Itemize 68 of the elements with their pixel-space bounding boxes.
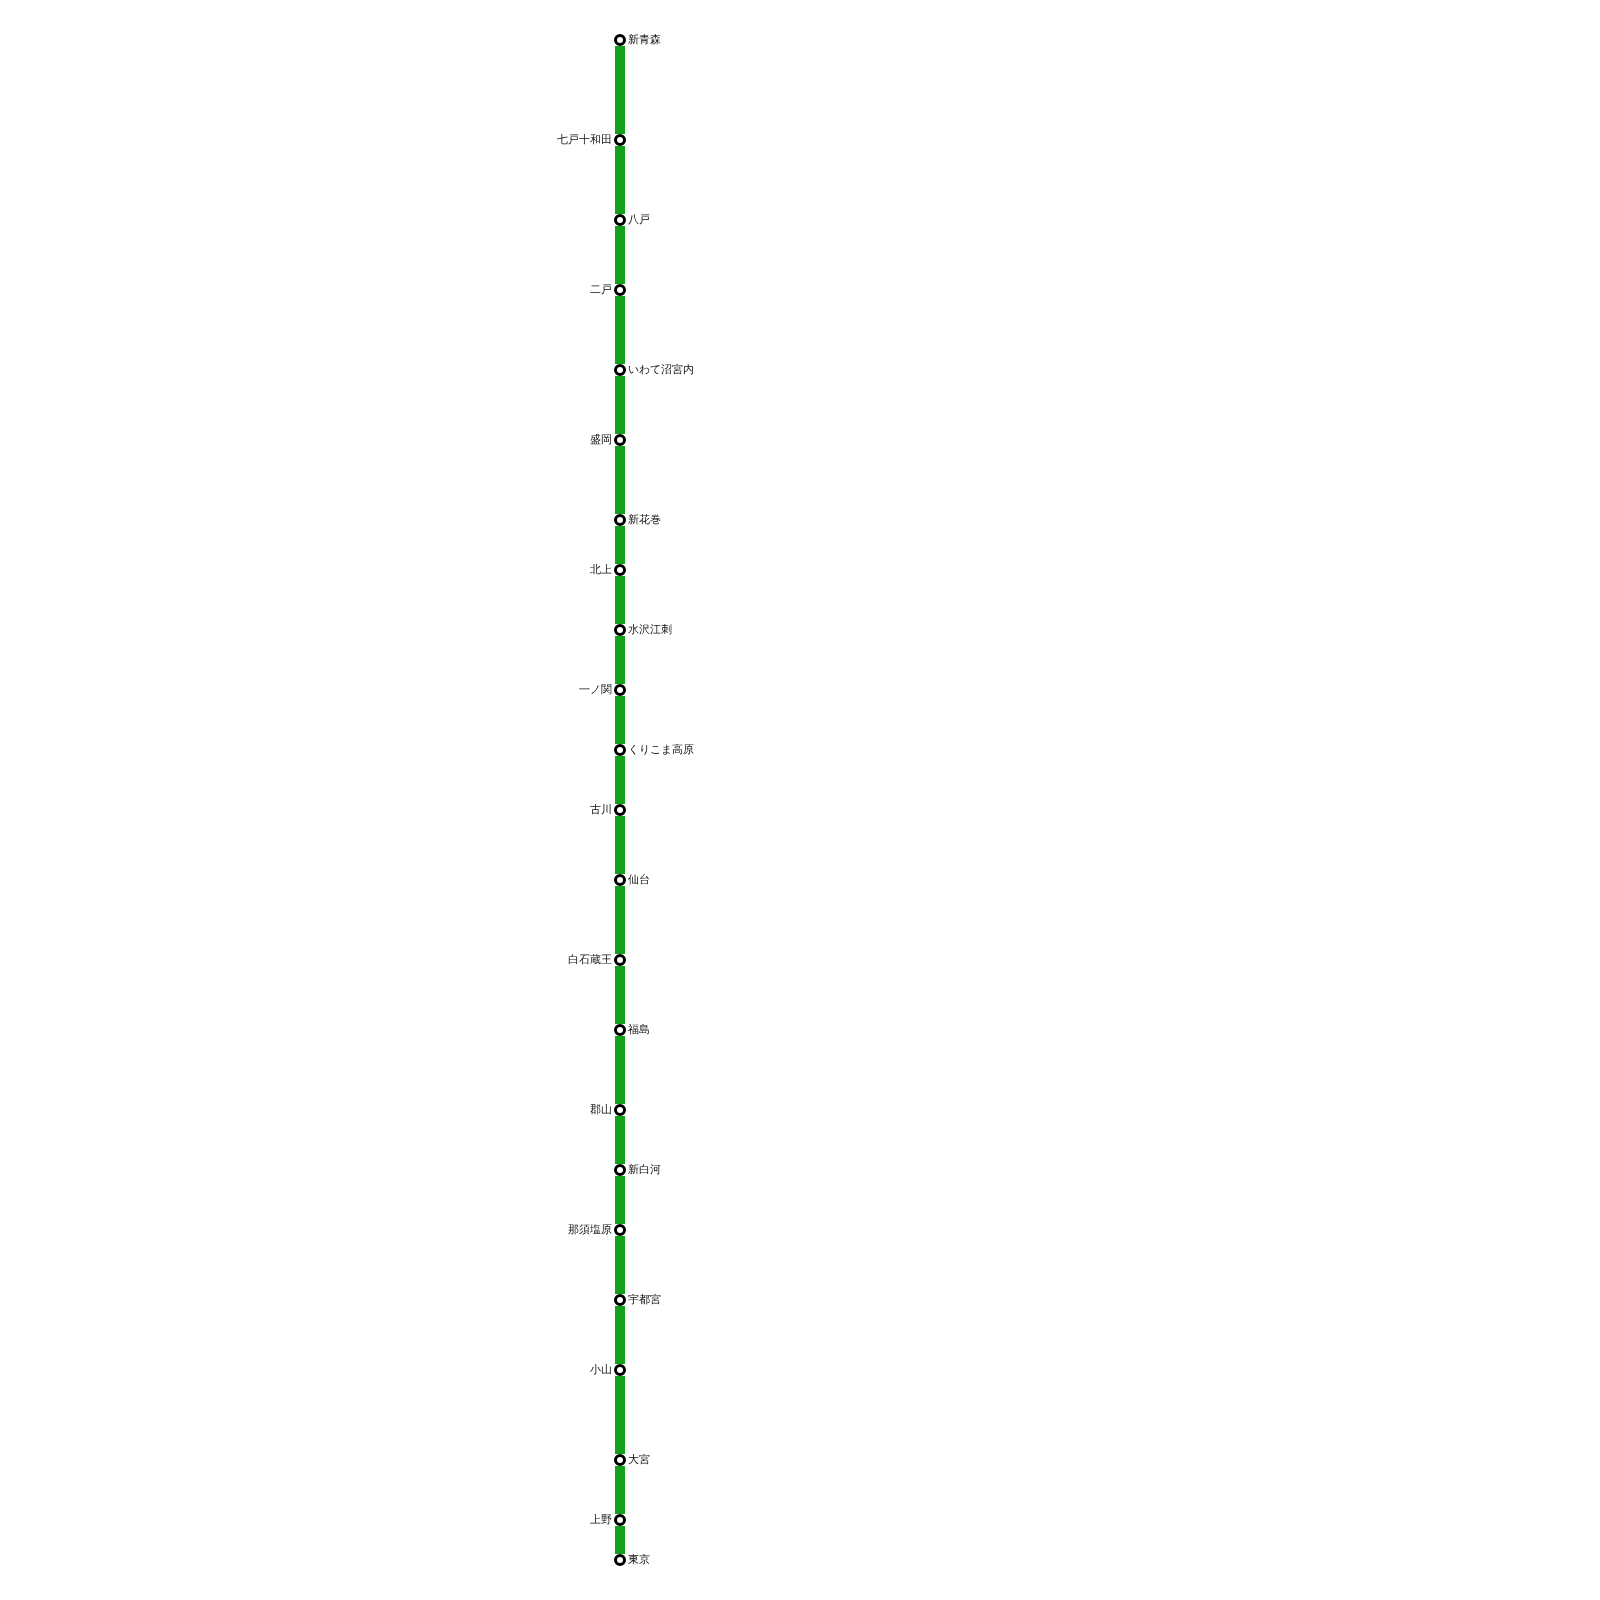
station-marker: [614, 1224, 626, 1236]
station-name: 古川: [590, 803, 612, 816]
station-name: 一ノ関: [579, 683, 612, 696]
track-line: [615, 1306, 625, 1364]
station-name: 那須塩原: [568, 1223, 612, 1236]
track-line: [615, 1376, 625, 1454]
track-line: [615, 966, 625, 1024]
station-marker: [614, 1454, 626, 1466]
station-name: 福島: [628, 1023, 650, 1036]
station-marker: [614, 1294, 626, 1306]
track-line: [615, 636, 625, 684]
track-line: [615, 576, 625, 624]
station-name: 新花巻: [628, 513, 661, 526]
station-name: 上野: [590, 1513, 612, 1526]
station-name: 大宮: [628, 1453, 650, 1466]
track-line: [615, 376, 625, 434]
station-marker: [614, 564, 626, 576]
track-line: [615, 226, 625, 284]
station-name: 小山: [590, 1363, 612, 1376]
track-line: [615, 1466, 625, 1514]
station-marker: [614, 214, 626, 226]
track-line: [615, 1176, 625, 1224]
station-name: 盛岡: [590, 433, 612, 446]
track-line: [615, 1116, 625, 1164]
track-line: [615, 46, 625, 134]
station-name: 新青森: [628, 33, 661, 46]
track-line: [615, 886, 625, 954]
track-line: [615, 756, 625, 804]
station-marker: [614, 1024, 626, 1036]
track-line: [615, 696, 625, 744]
station-marker: [614, 954, 626, 966]
station-name: 二戸: [590, 283, 612, 296]
track-line: [615, 1236, 625, 1294]
station-marker: [614, 874, 626, 886]
station-marker: [614, 134, 626, 146]
station-marker: [614, 364, 626, 376]
track-line: [615, 446, 625, 514]
station-marker: [614, 34, 626, 46]
station-name: 七戸十和田: [557, 133, 612, 146]
station-name: 仙台: [628, 873, 650, 886]
track-line: [615, 526, 625, 564]
track-line: [615, 146, 625, 214]
station-marker: [614, 434, 626, 446]
station-marker: [614, 1554, 626, 1566]
station-marker: [614, 744, 626, 756]
track-line: [615, 1036, 625, 1104]
station-name: 八戸: [628, 213, 650, 226]
station-name: 白石蔵王: [568, 953, 612, 966]
station-name: 宇都宮: [628, 1293, 661, 1306]
station-name: 北上: [590, 563, 612, 576]
station-name: 郡山: [590, 1103, 612, 1116]
station-name: 東京: [628, 1553, 650, 1566]
station-marker: [614, 1364, 626, 1376]
station-name: 新白河: [628, 1163, 661, 1176]
station-marker: [614, 684, 626, 696]
station-name: くりこま高原: [628, 743, 694, 756]
station-marker: [614, 624, 626, 636]
station-marker: [614, 514, 626, 526]
station-marker: [614, 284, 626, 296]
station-marker: [614, 804, 626, 816]
track-line: [615, 816, 625, 874]
station-name: いわて沼宮内: [628, 363, 694, 376]
station-marker: [614, 1104, 626, 1116]
track-line: [615, 296, 625, 364]
station-name: 水沢江刺: [628, 623, 672, 636]
station-marker: [614, 1164, 626, 1176]
track-line: [615, 1526, 625, 1554]
station-marker: [614, 1514, 626, 1526]
